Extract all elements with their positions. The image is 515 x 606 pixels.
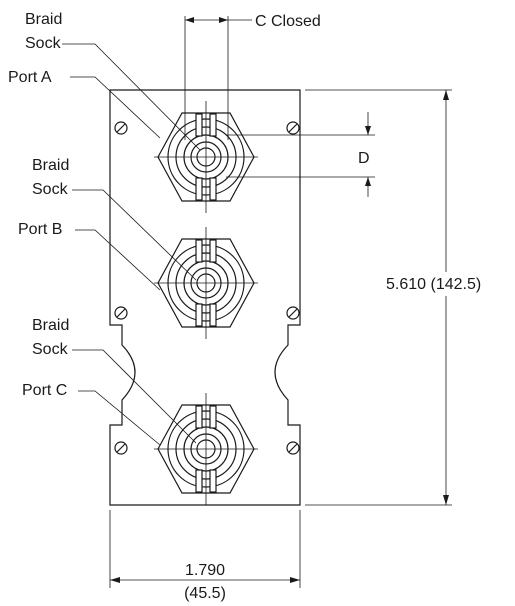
port-b-leader <box>75 229 161 291</box>
port-c-label: Port C <box>22 382 67 399</box>
braid-sock-b-leader <box>72 189 197 281</box>
plate-outline <box>109 89 301 506</box>
port-a-label: Port A <box>8 69 52 86</box>
braid-sock-c-line2: Sock <box>32 341 69 358</box>
width-dimension-inches: 1.790 <box>185 562 225 579</box>
screw-bottom-right <box>286 441 300 455</box>
braid-sock-c-leader <box>72 349 197 444</box>
c-closed-dimension <box>184 16 252 140</box>
braid-sock-a-line2: Sock <box>25 35 62 52</box>
fitting-port-b <box>153 226 259 340</box>
width-dimension-mm: (45.5) <box>184 585 226 602</box>
screw-mid-right <box>286 306 300 320</box>
screw-top-left <box>114 121 128 135</box>
screw-top-right <box>286 121 300 135</box>
fitting-port-c <box>153 392 259 506</box>
width-dimension <box>109 510 301 588</box>
c-closed-label: C Closed <box>255 13 321 30</box>
braid-sock-b-line1: Braid <box>32 157 69 174</box>
d-dimension <box>226 112 375 197</box>
braid-sock-b-line2: Sock <box>32 181 69 198</box>
screw-bottom-left <box>114 441 128 455</box>
port-a-leader <box>70 76 161 139</box>
d-label: D <box>358 150 370 167</box>
braid-sock-c-line1: Braid <box>32 317 69 334</box>
height-dimension-label: 5.610 (142.5) <box>386 276 481 293</box>
braid-sock-a-line1: Braid <box>25 11 62 28</box>
fitting-port-a <box>153 100 259 214</box>
braid-sock-a-leader <box>62 43 201 151</box>
port-c-leader <box>78 390 161 446</box>
height-dimension <box>305 89 452 506</box>
screw-mid-left <box>114 306 128 320</box>
port-b-label: Port B <box>18 221 62 238</box>
